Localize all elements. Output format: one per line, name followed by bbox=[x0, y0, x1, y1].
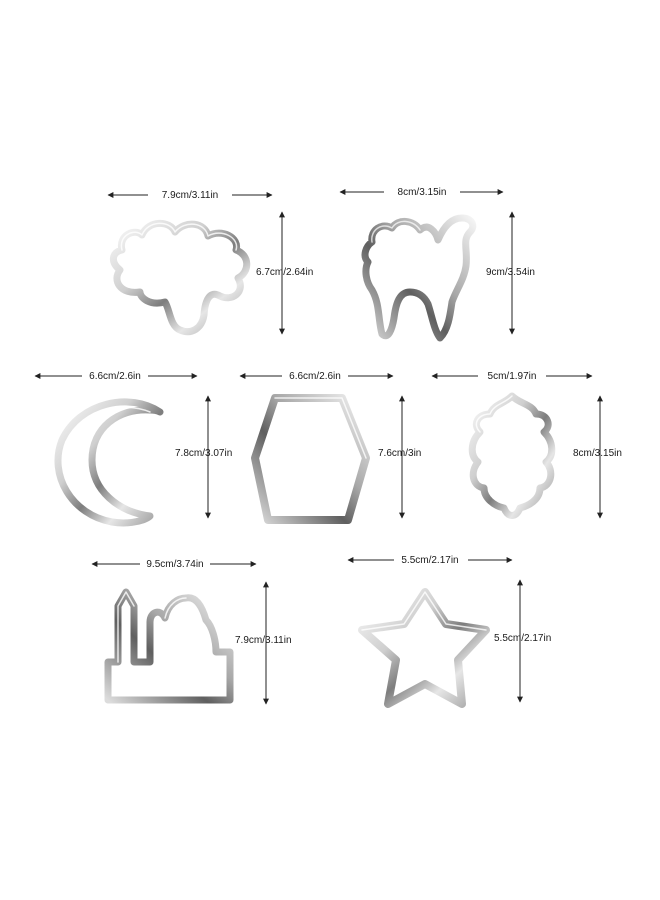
star-height-label: 5.5cm/2.17in bbox=[494, 633, 551, 644]
hexagon-width-label: 6.6cm/2.6in bbox=[289, 371, 341, 382]
sheep-height-label: 6.7cm/2.64in bbox=[256, 267, 313, 278]
crescent-moon-cutter: 6.6cm/2.6in 7.8cm/3.07in bbox=[34, 368, 232, 527]
camel-width-label: 8cm/3.15in bbox=[398, 187, 447, 198]
sheep-width-label: 7.9cm/3.11in bbox=[162, 190, 219, 201]
star-width-label: 5.5cm/2.17in bbox=[401, 555, 458, 566]
hexagon-cutter: 6.6cm/2.6in 7.6cm/3in bbox=[239, 368, 421, 524]
sheep-cutter: 7.9cm/3.11in 6.7cm/2.64in bbox=[107, 187, 313, 336]
crescent-height-label: 7.8cm/3.07in bbox=[175, 448, 232, 459]
star-cutter: 5.5cm/2.17in 5.5cm/2.17in bbox=[347, 552, 551, 708]
mosque-cutter: 9.5cm/3.74in 7.9cm/3.11in bbox=[91, 556, 292, 705]
mosque-width-label: 9.5cm/3.74in bbox=[146, 559, 203, 570]
lantern-width-label: 5cm/1.97in bbox=[488, 371, 537, 382]
mosque-height-label: 7.9cm/3.11in bbox=[235, 635, 292, 646]
hexagon-height-label: 7.6cm/3in bbox=[378, 448, 421, 459]
camel-height-label: 9cm/3.54in bbox=[486, 267, 535, 278]
lantern-height-label: 8cm/3.15in bbox=[573, 448, 622, 459]
lantern-cutter: 5cm/1.97in 8cm/3.15in bbox=[431, 368, 622, 519]
camel-cutter: 8cm/3.15in 9cm/3.54in bbox=[339, 184, 535, 342]
crescent-width-label: 6.6cm/2.6in bbox=[89, 371, 141, 382]
